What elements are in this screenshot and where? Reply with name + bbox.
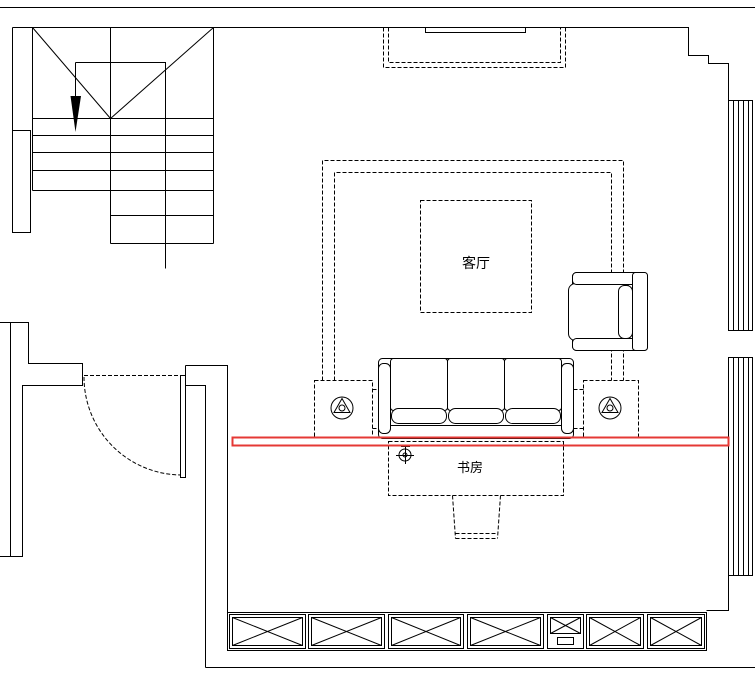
desk-lamp-icon <box>396 446 414 464</box>
side-table-outline <box>314 380 373 438</box>
entrance-door <box>83 375 186 478</box>
stair-treads <box>32 118 214 244</box>
stair-arrow-head <box>70 96 81 132</box>
cabinet-cross-mark <box>650 617 702 646</box>
armchair-back <box>632 272 648 351</box>
sofa-back-cushion <box>447 358 505 411</box>
lamp-mark <box>601 397 619 413</box>
cabinet-unit-small <box>547 614 584 649</box>
cabinet-frame <box>308 614 385 649</box>
sofa-seat-cushion <box>505 408 561 424</box>
cabinet-frame <box>586 614 644 649</box>
window-glazing-lines <box>733 357 749 576</box>
study-desk: 书房 <box>388 441 564 496</box>
coffee-table: 客厅 <box>420 200 532 313</box>
cabinet-drawer <box>557 637 574 645</box>
cabinet-cross-mark <box>232 617 303 646</box>
side-table-connector <box>573 389 584 429</box>
cabinet-unit <box>388 614 464 649</box>
cabinet-frame <box>547 614 584 649</box>
cabinet-frame <box>647 614 705 649</box>
arrow-down-icon <box>70 62 81 132</box>
lamp-center <box>606 404 614 412</box>
room-label-living-room: 客厅 <box>462 255 490 272</box>
cabinet-frame <box>229 614 306 649</box>
coffee-table-outline <box>420 200 532 313</box>
cabinet-cross-mark <box>470 617 541 646</box>
window-frame <box>728 100 753 331</box>
cabinet-panel <box>589 617 641 646</box>
room-label-study: 书房 <box>457 460 483 476</box>
cabinet-panel <box>232 617 303 646</box>
cabinet-unit <box>229 614 306 649</box>
chair-front-edge <box>455 533 498 539</box>
cabinet-unit <box>308 614 385 649</box>
left-lower-wall <box>0 322 83 557</box>
cabinet-panel <box>470 617 541 646</box>
tv-cabinet <box>383 27 566 68</box>
right-wall-lower <box>706 575 729 611</box>
lamp-mark <box>333 397 351 413</box>
window-glazing-lines <box>733 100 749 331</box>
carpet-inner-edge <box>334 172 612 381</box>
cabinet-panel <box>311 617 382 646</box>
tv-cabinet-outer <box>383 27 566 68</box>
armchair-back-cushion <box>618 285 633 339</box>
lamp-icon <box>330 396 354 420</box>
highlighted-selection-line[interactable] <box>231 436 730 447</box>
cabinet-frame <box>388 614 464 649</box>
lamp-icon <box>598 396 622 420</box>
desk-lamp-crosshair <box>396 446 414 464</box>
lamp-shade <box>330 396 354 420</box>
cabinet-unit <box>586 614 644 649</box>
armchair <box>568 272 648 351</box>
stair-landing-diagonals <box>32 27 214 120</box>
side-table-right <box>573 380 639 438</box>
side-table-outline <box>583 380 639 438</box>
sofa-seat-cushion <box>391 408 447 424</box>
window-right-lower <box>728 357 753 576</box>
room-top-right-wall <box>12 27 729 101</box>
cabinet-cross-mark <box>391 617 461 646</box>
side-table-left <box>314 380 379 438</box>
cabinet-panel <box>550 617 581 634</box>
sofa-seat-cushion <box>448 408 504 424</box>
side-table-connector <box>372 389 379 429</box>
cabinet-unit <box>647 614 705 649</box>
cabinet-row-frame <box>227 612 707 651</box>
staircase <box>32 27 214 269</box>
cabinet-frame <box>467 614 544 649</box>
window-frame <box>728 357 753 576</box>
cabinet-panel <box>391 617 461 646</box>
door-swing-arc <box>83 376 182 476</box>
lamp-shade <box>598 396 622 420</box>
desk-outline <box>388 441 564 496</box>
sofa-arm-right <box>561 363 574 434</box>
lamp-center <box>338 404 346 412</box>
room-left-outer-wall <box>185 365 206 668</box>
tv-cabinet-inner <box>388 27 561 63</box>
top-left-wall-pier <box>12 27 31 233</box>
door-leaf <box>180 375 186 478</box>
cabinet-cross-mark <box>589 617 641 646</box>
chair-sides <box>452 495 501 539</box>
room-left-inner-wall <box>185 365 228 613</box>
cabinet-cross-mark <box>550 617 581 634</box>
walls <box>0 7 755 668</box>
sofa-back-cushion <box>504 358 562 411</box>
cabinet-unit <box>467 614 544 649</box>
carpet-outer-edge <box>322 160 624 381</box>
sofa <box>378 358 574 439</box>
desk-chair <box>452 495 501 539</box>
sofa-back-cushion <box>390 358 448 411</box>
television <box>425 27 526 33</box>
cabinet-panel <box>650 617 702 646</box>
sofa-arm-left <box>378 363 391 434</box>
window-right-upper <box>728 100 753 331</box>
bottom-cabinet-row <box>227 612 707 651</box>
cabinet-cross-mark <box>311 617 382 646</box>
